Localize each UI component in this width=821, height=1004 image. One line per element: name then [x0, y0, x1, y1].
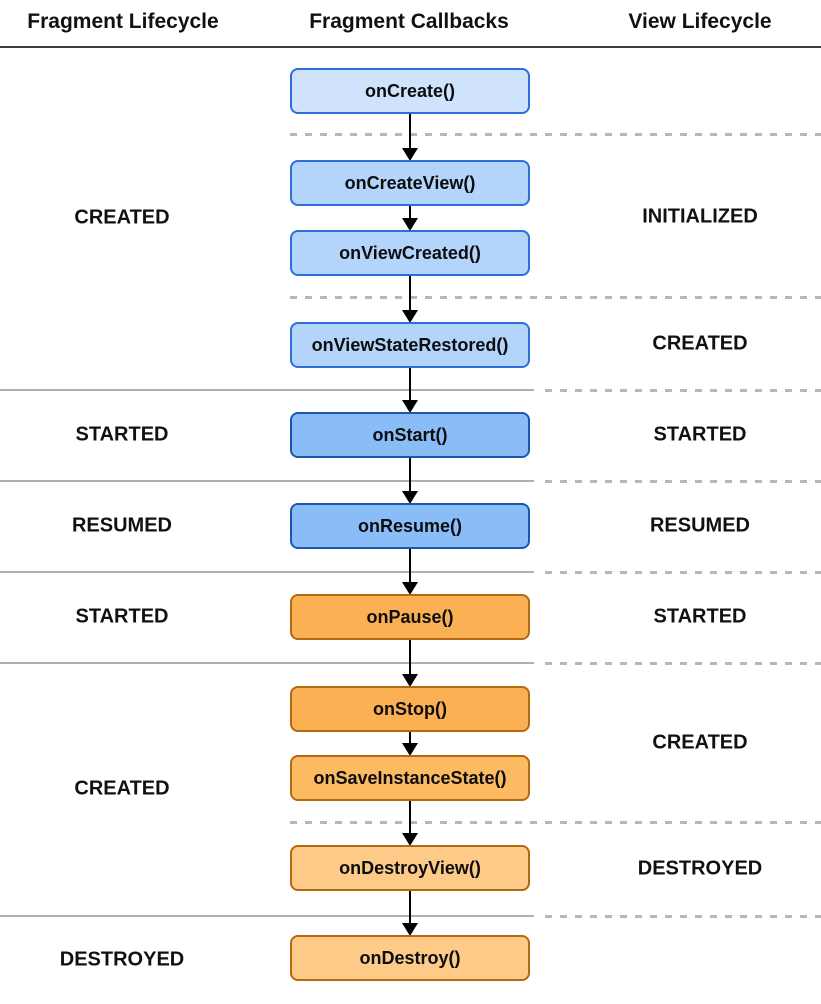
- row-divider-solid: [0, 389, 534, 391]
- row-divider-solid: [0, 571, 534, 573]
- callback-box-oncreate: onCreate(): [290, 68, 530, 114]
- callback-box-label: onStop(): [373, 698, 447, 719]
- view-state-label: STARTED: [653, 423, 747, 446]
- column-header-view-lifecycle: View Lifecycle: [628, 10, 772, 33]
- flow-arrow: [408, 368, 412, 401]
- flow-arrow: [408, 206, 412, 219]
- flow-arrow: [408, 732, 412, 744]
- row-divider-dashed: [545, 571, 821, 574]
- row-divider-dashed: [290, 821, 821, 824]
- fragment-state-label: RESUMED: [71, 514, 173, 537]
- view-state-label: RESUMED: [649, 514, 751, 537]
- fragment-state-label: DESTROYED: [59, 948, 185, 971]
- column-header-fragment-lifecycle: Fragment Lifecycle: [27, 10, 219, 33]
- header-divider: [0, 46, 821, 48]
- column-header-fragment-callbacks: Fragment Callbacks: [309, 10, 509, 33]
- callback-box-label: onCreateView(): [344, 172, 476, 193]
- row-divider-dashed: [545, 662, 821, 665]
- callback-box-label: onDestroy(): [359, 947, 461, 968]
- flow-arrow-head: [402, 923, 418, 936]
- row-divider-solid: [0, 480, 534, 482]
- flow-arrow: [408, 114, 412, 149]
- callback-box-ondestroy: onDestroy(): [290, 935, 530, 981]
- flow-arrow-head: [402, 833, 418, 846]
- callback-box-onviewstaterestored: onViewStateRestored(): [290, 322, 530, 368]
- callback-box-label: onViewStateRestored(): [311, 334, 509, 355]
- flow-arrow: [408, 801, 412, 834]
- view-state-label: DESTROYED: [637, 857, 763, 880]
- view-state-label: STARTED: [653, 605, 747, 628]
- flow-arrow-head: [402, 674, 418, 687]
- flow-arrow-head: [402, 743, 418, 756]
- fragment-state-label: STARTED: [75, 423, 169, 446]
- callback-box-label: onPause(): [366, 606, 454, 627]
- row-divider-dashed: [545, 389, 821, 392]
- callback-box-ondestroyview: onDestroyView(): [290, 845, 530, 891]
- row-divider-solid: [0, 915, 534, 917]
- flow-arrow: [408, 640, 412, 675]
- row-divider-dashed: [545, 480, 821, 483]
- row-divider-solid: [0, 662, 534, 664]
- view-state-label: INITIALIZED: [642, 205, 758, 228]
- callback-box-label: onDestroyView(): [339, 857, 481, 878]
- flow-arrow: [408, 458, 412, 492]
- callback-box-onsaveinstancestate: onSaveInstanceState(): [290, 755, 530, 801]
- row-divider-dashed: [290, 296, 821, 299]
- view-state-label: CREATED: [652, 332, 748, 355]
- callback-box-label: onViewCreated(): [339, 242, 481, 263]
- fragment-state-label: CREATED: [74, 206, 170, 229]
- callback-box-label: onStart(): [372, 424, 448, 445]
- view-state-label: CREATED: [652, 731, 748, 754]
- flow-arrow-head: [402, 218, 418, 231]
- callback-box-onstart: onStart(): [290, 412, 530, 458]
- callback-box-onviewcreated: onViewCreated(): [290, 230, 530, 276]
- callback-box-onpause: onPause(): [290, 594, 530, 640]
- row-divider-dashed: [545, 915, 821, 918]
- flow-arrow-head: [402, 310, 418, 323]
- flow-arrow-head: [402, 148, 418, 161]
- row-divider-dashed: [290, 133, 821, 136]
- fragment-state-label: STARTED: [75, 605, 169, 628]
- callback-box-label: onResume(): [357, 515, 462, 536]
- callback-box-label: onSaveInstanceState(): [313, 767, 507, 788]
- callback-box-label: onCreate(): [364, 80, 455, 101]
- flow-arrow: [408, 276, 412, 311]
- callback-box-onstop: onStop(): [290, 686, 530, 732]
- fragment-state-label: CREATED: [74, 777, 170, 800]
- flow-arrow: [408, 891, 412, 924]
- flow-arrow-head: [402, 582, 418, 595]
- callback-box-onresume: onResume(): [290, 503, 530, 549]
- flow-arrow: [408, 549, 412, 583]
- flow-arrow-head: [402, 491, 418, 504]
- callback-box-oncreateview: onCreateView(): [290, 160, 530, 206]
- flow-arrow-head: [402, 400, 418, 413]
